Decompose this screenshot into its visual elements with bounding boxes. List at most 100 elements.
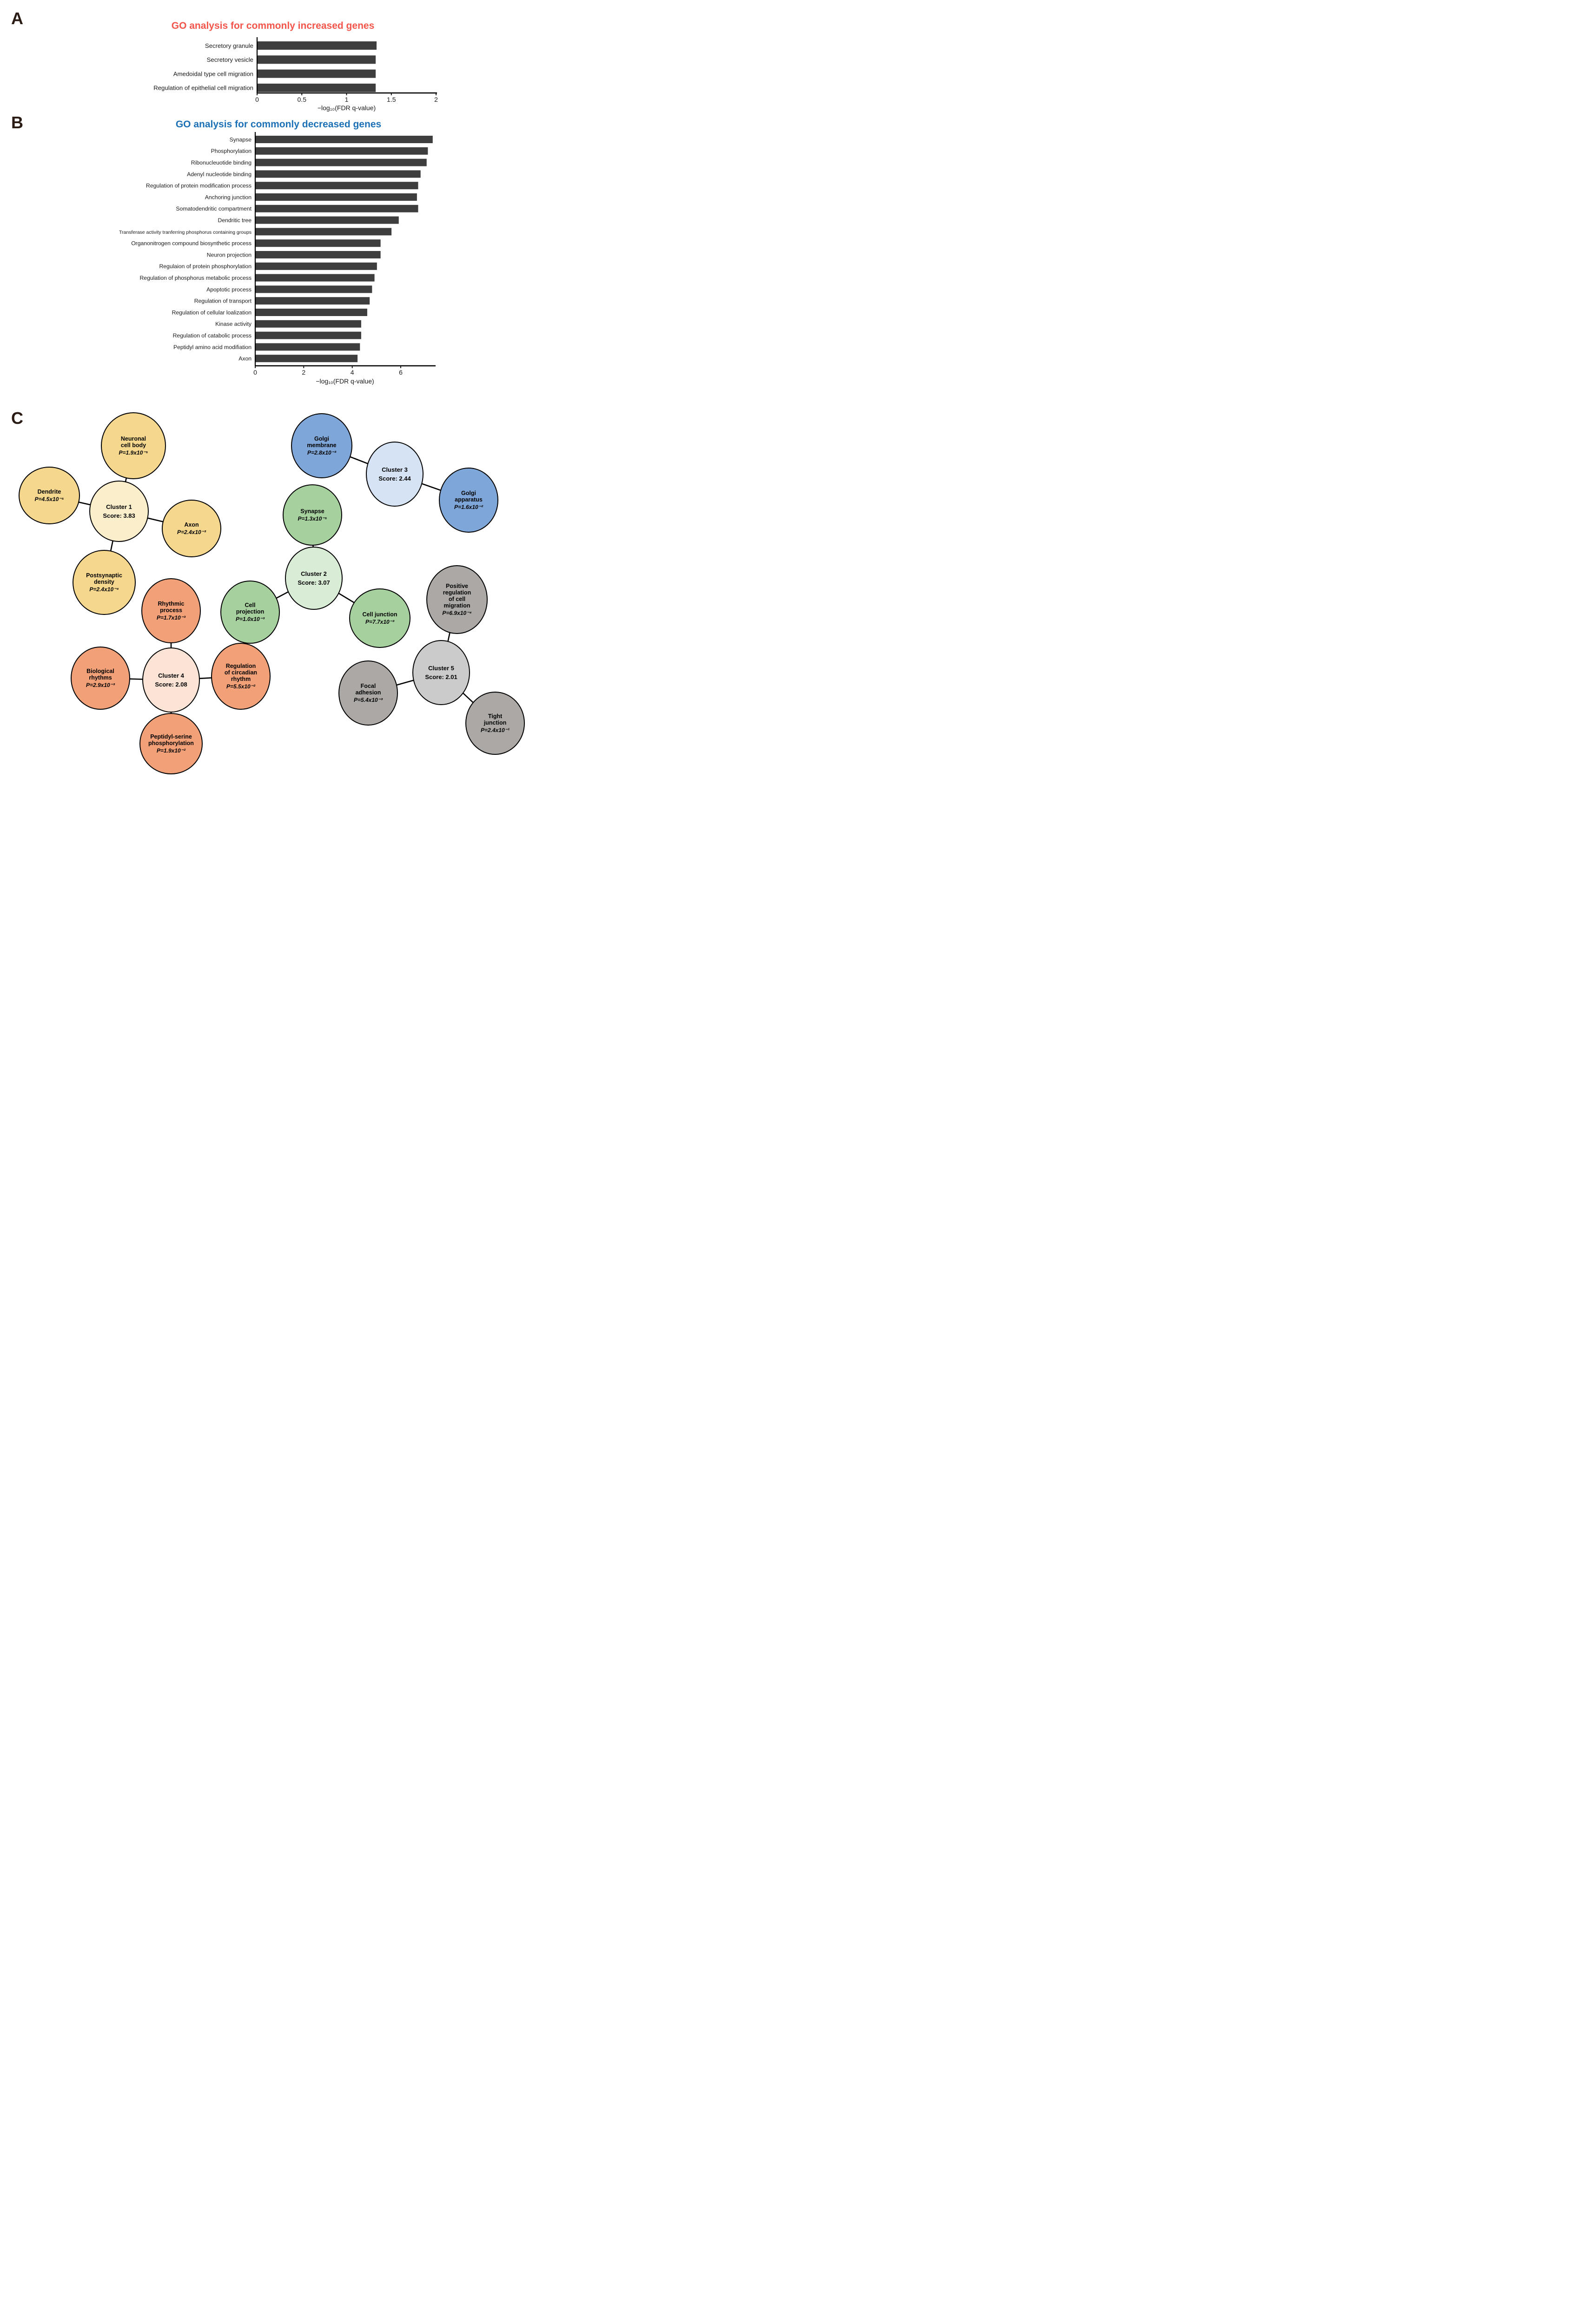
bar-label-chart-b-13: Apoptotic process xyxy=(206,286,252,293)
x-tick-label-chart-b-1: 2 xyxy=(302,369,305,376)
bar-label-chart-a-3: Regulation of epithelial cell migration xyxy=(153,85,253,92)
node-label-line: Biological xyxy=(86,668,114,675)
node-pvalue: P=2.4x10⁻⁴ xyxy=(89,586,119,593)
node-label-line: apparatus xyxy=(455,496,483,503)
node-label-line: junction xyxy=(483,720,507,726)
node-label-line: of circadian xyxy=(224,669,258,676)
node-label-line: Dendrite xyxy=(37,489,61,495)
node-label-line: Score: 2.44 xyxy=(378,475,411,482)
node-label-line: Axon xyxy=(184,522,199,528)
bar-chart-b-12 xyxy=(256,274,375,282)
bar-label-chart-b-0: Synapse xyxy=(230,136,252,143)
node-label-line: adhesion xyxy=(355,689,381,696)
node-label-line: projection xyxy=(236,608,265,615)
x-tick-label-chart-a-4: 2 xyxy=(434,96,438,103)
node-pvalue: P=1.0x10⁻³ xyxy=(235,616,265,623)
bar-chart-b-6 xyxy=(256,205,418,212)
panel-c-letter: C xyxy=(11,409,23,428)
x-tick-label-chart-a-2: 1 xyxy=(345,96,349,103)
node-pvalue: P=1.7x10⁻³ xyxy=(156,614,186,621)
node-label-line: of cell xyxy=(448,596,466,603)
node-label-line: Score: 2.01 xyxy=(425,673,457,680)
node-label-line: migration xyxy=(444,602,470,609)
bar-chart-b-19 xyxy=(256,355,358,363)
node-pvalue: P=6.9x10⁻⁴ xyxy=(442,610,472,617)
bar-label-chart-b-4: Regulation of protein modification proce… xyxy=(146,183,252,189)
x-tick-label-chart-b-3: 6 xyxy=(399,369,403,376)
bar-label-chart-b-17: Regulation of catabolic process xyxy=(173,332,252,339)
bar-chart-b-18 xyxy=(256,343,360,351)
node-label-line: Peptidyl-serine xyxy=(150,733,192,740)
node-label-line: Cluster 3 xyxy=(382,466,408,473)
chart-a-title: GO analysis for commonly increased genes xyxy=(171,20,375,31)
node-pvalue: P=2.4x10⁻¹ xyxy=(480,727,510,734)
node-cluster-3: Cluster 3 Score: 2.44 xyxy=(366,442,424,507)
node-pvalue: P=5.5x10⁻² xyxy=(226,683,256,690)
node-label-line: Neuronal xyxy=(120,436,146,442)
panel-b-letter: B xyxy=(11,113,23,132)
node-pvalue: P=5.4x10⁻³ xyxy=(353,697,383,704)
bar-chart-b-5 xyxy=(256,193,417,201)
bar-label-chart-b-6: Somatodendritic compartment xyxy=(176,205,252,212)
node-label-line: rhythm xyxy=(231,676,251,683)
node-label-line: Postsynaptic xyxy=(86,572,122,579)
bar-label-chart-b-9: Organonitrogen compound biosynthetic pro… xyxy=(131,240,252,247)
node-label-line: Cluster 1 xyxy=(106,503,132,510)
bar-chart-a-3 xyxy=(258,83,376,92)
bar-chart-b-1 xyxy=(256,147,428,155)
node-pvalue: P=1.3x10⁻⁵ xyxy=(298,515,327,522)
bar-chart-b-11 xyxy=(256,262,377,270)
node-pvalue: P=2.9x10⁻³ xyxy=(86,682,115,689)
bar-chart-b-0 xyxy=(256,136,433,143)
x-tick-label-chart-b-0: 0 xyxy=(253,369,257,376)
bar-label-chart-b-19: Axon xyxy=(238,356,252,362)
bar-chart-a-2 xyxy=(258,69,376,78)
node-pvalue: P=2.4x10⁻³ xyxy=(177,529,206,536)
node-label-line: cell body xyxy=(120,442,146,449)
bar-chart-b-8 xyxy=(256,228,392,236)
node-label-line: process xyxy=(160,607,182,614)
bar-chart-b-7 xyxy=(256,216,399,224)
bar-label-chart-b-10: Neuron projection xyxy=(207,251,252,258)
node-label-line: Score: 2.08 xyxy=(155,681,187,688)
bar-chart-b-3 xyxy=(256,170,421,178)
node-label-line: Tight xyxy=(488,713,503,720)
bar-chart-b-10 xyxy=(256,251,381,258)
bar-chart-b-13 xyxy=(256,285,372,293)
bar-label-chart-b-3: Adenyl nucleotide binding xyxy=(187,171,252,178)
node-label-line: Cell xyxy=(245,602,256,609)
node-pvalue: P=4.5x10⁻⁵ xyxy=(34,496,64,503)
node-label-line: Cell junction xyxy=(362,611,397,618)
bar-label-chart-b-2: Ribonucleuotide binding xyxy=(191,159,252,166)
bar-label-chart-b-8: Transferase activity tranferring phospho… xyxy=(119,230,252,235)
node-label-line: Regulation xyxy=(225,663,256,670)
bar-chart-b-9 xyxy=(256,239,381,247)
node-label-line: Cluster 4 xyxy=(158,672,184,679)
bar-label-chart-b-14: Regulation of transport xyxy=(194,298,252,304)
x-tick-label-chart-a-0: 0 xyxy=(255,96,259,103)
bar-chart-b-14 xyxy=(256,297,370,305)
node-label-line: regulation xyxy=(443,589,471,596)
node-label-line: Golgi xyxy=(461,490,476,497)
bar-chart-b-16 xyxy=(256,320,361,328)
node-pvalue: P=2.8x10⁻³ xyxy=(307,449,337,456)
bar-label-chart-b-5: Anchoring junction xyxy=(205,194,252,200)
node-pvalue: P=7.7x10⁻³ xyxy=(365,619,395,626)
x-tick-label-chart-a-3: 1.5 xyxy=(387,96,396,103)
